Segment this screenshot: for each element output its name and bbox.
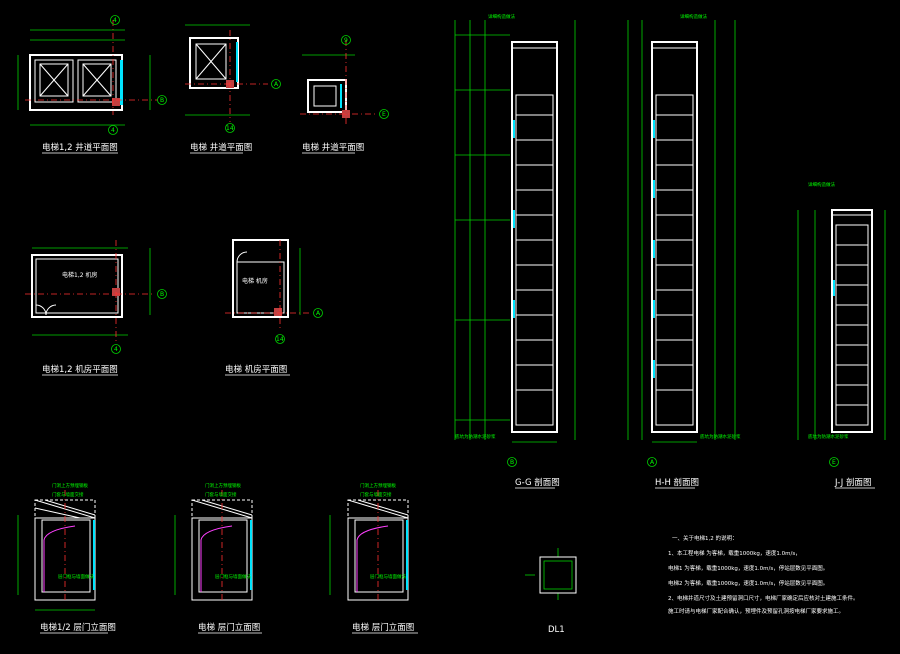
axis-label: A: [650, 459, 655, 466]
pit-plan-3: 9 E 电梯 井道平面图: [300, 35, 389, 154]
drawing-title: H-H 剖面图: [655, 477, 699, 488]
drawing-title: 电梯 层门立面图: [198, 622, 260, 633]
drawing-title: 电梯 井道平面图: [302, 142, 364, 153]
drawing-title: 电梯 机房平面图: [225, 364, 287, 375]
section-j-j: 详细构造做法 底坑为防潮水泥砂浆 E J-J 剖面图: [797, 181, 886, 489]
door-note: 门洞上方预埋钢板: [205, 482, 241, 489]
door-note: 门套与墙面交接: [205, 491, 237, 498]
door-elevation-3: 门洞上方预埋钢板 门套与墙面交接 层门框与墙面做法 电梯 层门立面图: [329, 482, 418, 634]
door-note: 门洞上方预埋钢板: [360, 482, 396, 489]
door-elevation-2: 门洞上方预埋钢板 门套与墙面交接 层门框与墙面做法 电梯 层门立面图: [174, 482, 262, 634]
room-label: 电梯 机房: [242, 277, 268, 285]
drawing-title: 电梯1/2 层门立面图: [40, 622, 116, 633]
axis-label: 14: [226, 125, 234, 132]
section-g-g: 详细构造做法 底坑为防潮水泥砂浆 B G-G 剖面图: [454, 13, 576, 489]
note-line: 2、电梯井道尺寸及土建预留洞口尺寸，电梯厂家确定后应核对土建施工条件。: [668, 594, 859, 602]
section-note: 详细构造做法: [808, 181, 835, 188]
axis-label: B: [160, 97, 164, 104]
door-note: 门套与墙面交接: [52, 491, 84, 498]
note-line: 电梯2 为客梯，载重1000kg，速度1.0m/s，停站层数见平面图。: [668, 579, 828, 587]
note-line: 施工时请与电梯厂家配合确认，预埋件及预留孔洞按电梯厂家要求施工。: [668, 607, 844, 615]
drawing-title: DL1: [548, 625, 565, 635]
drawing-title: 电梯 井道平面图: [190, 142, 252, 153]
drawing-title: J-J 剖面图: [834, 477, 871, 488]
axis-label: 4: [113, 17, 117, 24]
axis-label: A: [316, 310, 321, 317]
machine-room-plan-2: 电梯 机房 A 14 电梯 机房平面图: [225, 239, 323, 376]
door-note: 层门框与墙面做法: [58, 573, 94, 580]
axis-label: A: [274, 81, 279, 88]
note-line: 电梯1 为客梯，载重1000kg，速度1.0m/s，停站层数见平面图。: [668, 564, 828, 572]
door-note: 层门框与墙面做法: [370, 573, 406, 580]
drawing-title: 电梯1,2 机房平面图: [42, 364, 118, 375]
door-note: 门套与墙面交接: [360, 491, 392, 498]
axis-label: 9: [344, 37, 348, 44]
axis-label: 4: [111, 127, 115, 134]
drawing-title: 电梯1,2 井道平面图: [42, 142, 118, 153]
section-note: 详细构造做法: [680, 13, 707, 20]
room-label: 电梯1,2 机房: [62, 271, 97, 279]
drawing-title: G-G 剖面图: [515, 477, 560, 488]
axis-label: E: [832, 459, 836, 466]
section-note: 详细构造做法: [488, 13, 515, 20]
axis-label: 4: [114, 346, 118, 353]
section-h-h: 详细构造做法 底坑为防潮水泥砂浆 A H-H 剖面图: [627, 13, 741, 489]
axis-label: B: [160, 291, 164, 298]
drawing-title: 电梯 层门立面图: [352, 622, 414, 633]
axis-label: E: [382, 111, 386, 118]
door-note: 门洞上方预埋钢板: [52, 482, 88, 489]
axis-label: B: [510, 459, 514, 466]
section-note: 底坑为防潮水泥砂浆: [700, 433, 741, 440]
note-line: 一、关于电梯1,2 的说明：: [672, 534, 738, 542]
machine-room-plan-1: 电梯1,2 机房 B 4 电梯1,2 机房平面图: [25, 240, 167, 376]
door-note: 层门框与墙面做法: [215, 573, 251, 580]
pit-plan-1: B 4 4 电梯1,2 井道平面图: [17, 15, 167, 154]
door-elevation-1: 门洞上方预埋钢板 门套与墙面交接 层门框与墙面做法 电梯1/2 层门立面图: [17, 482, 116, 634]
note-line: 1、本工程电梯 为客梯，载重1000kg，速度1.0m/s，: [668, 549, 801, 557]
axis-label: 14: [276, 336, 284, 343]
pit-plan-2: A 14 电梯 井道平面图: [185, 24, 281, 154]
dl1-detail: DL1: [525, 548, 577, 635]
section-note: 底坑为防潮水泥砂浆: [455, 433, 496, 440]
general-notes: 一、关于电梯1,2 的说明： 1、本工程电梯 为客梯，载重1000kg，速度1.…: [668, 534, 859, 615]
section-note: 底坑为防潮水泥砂浆: [808, 433, 849, 440]
